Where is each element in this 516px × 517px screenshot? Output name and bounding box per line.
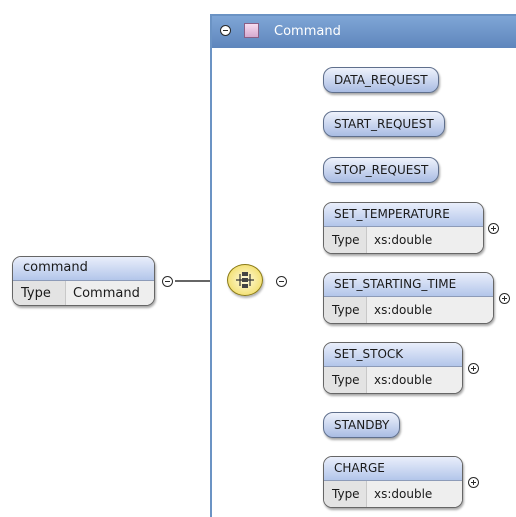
type-label: Type bbox=[324, 367, 367, 393]
complex-type-icon bbox=[244, 23, 259, 38]
collapse-icon[interactable] bbox=[220, 25, 231, 36]
type-row: Type xs:double bbox=[324, 227, 483, 253]
element-name: SET_STARTING_TIME bbox=[324, 273, 493, 297]
element-start-request[interactable]: START_REQUEST bbox=[323, 111, 445, 137]
sequence-collapse-icon[interactable] bbox=[276, 276, 287, 287]
element-standby[interactable]: STANDBY bbox=[323, 412, 401, 438]
root-type-value: Command bbox=[66, 281, 154, 305]
element-name: CHARGE bbox=[324, 457, 462, 481]
expand-icon[interactable] bbox=[499, 293, 510, 304]
type-label: Type bbox=[324, 297, 367, 323]
root-type-row: Type Command bbox=[13, 281, 154, 305]
element-charge[interactable]: CHARGE Type xs:double bbox=[323, 456, 463, 508]
type-value: xs:double bbox=[367, 227, 483, 253]
element-name: SET_STOCK bbox=[324, 343, 462, 367]
element-set-stock[interactable]: SET_STOCK Type xs:double bbox=[323, 342, 463, 394]
expand-icon[interactable] bbox=[488, 223, 499, 234]
element-stop-request[interactable]: STOP_REQUEST bbox=[323, 157, 440, 183]
complex-type-title: Command bbox=[274, 24, 341, 39]
type-row: Type xs:double bbox=[324, 297, 493, 323]
expand-icon[interactable] bbox=[468, 363, 479, 374]
type-value: xs:double bbox=[367, 367, 462, 393]
type-label: Type bbox=[324, 481, 367, 507]
root-type-label: Type bbox=[13, 281, 66, 305]
element-set-starting-time[interactable]: SET_STARTING_TIME Type xs:double bbox=[323, 272, 494, 324]
complex-type-box: Command bbox=[210, 14, 516, 517]
type-row: Type xs:double bbox=[324, 481, 462, 507]
type-value: xs:double bbox=[367, 481, 462, 507]
sequence-compositor-icon[interactable] bbox=[227, 264, 263, 296]
type-label: Type bbox=[324, 227, 367, 253]
complex-type-header: Command bbox=[212, 16, 516, 48]
element-name: SET_TEMPERATURE bbox=[324, 203, 483, 227]
type-row: Type xs:double bbox=[324, 367, 462, 393]
root-element-name: command bbox=[13, 257, 154, 281]
element-data-request[interactable]: DATA_REQUEST bbox=[323, 67, 439, 93]
expand-icon[interactable] bbox=[468, 477, 479, 488]
type-value: xs:double bbox=[367, 297, 493, 323]
root-collapse-icon[interactable] bbox=[162, 276, 173, 287]
element-set-temperature[interactable]: SET_TEMPERATURE Type xs:double bbox=[323, 202, 484, 254]
root-element[interactable]: command Type Command bbox=[12, 256, 155, 306]
